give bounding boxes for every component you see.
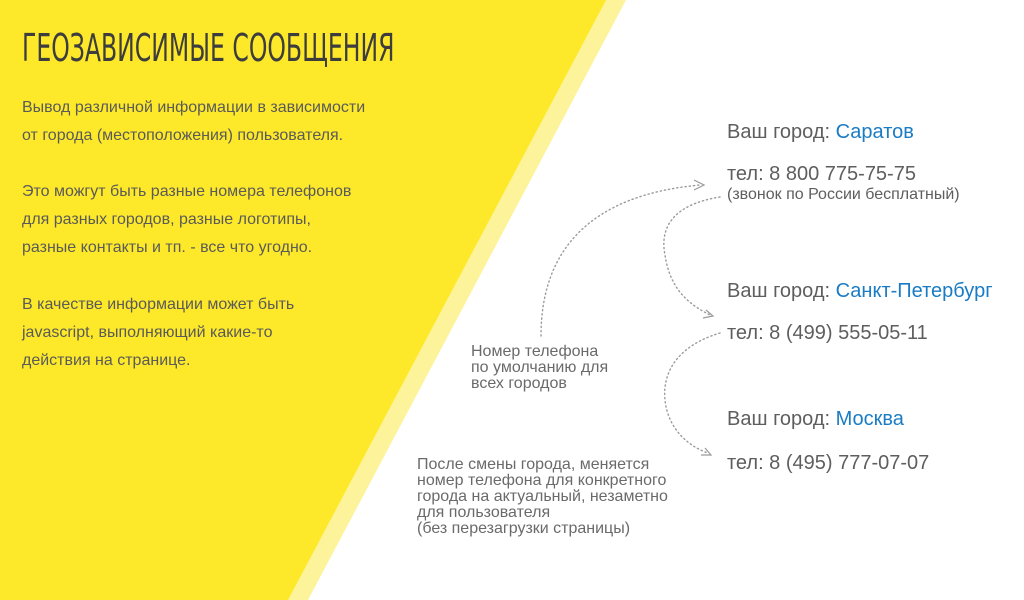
intro-line: Вывод различной информации в зависимости: [22, 99, 366, 116]
annotation-line: для пользователя: [417, 504, 551, 521]
intro-line: Это можгут быть разные номера телефонов: [22, 183, 352, 200]
intro-paragraph-2: Это можгут быть разные номера телефонов …: [22, 178, 422, 262]
phone-block-saratov: тел: 8 800 775-75-75 (звонок по России б…: [727, 162, 960, 204]
annotation-line: Номер телефона: [471, 343, 599, 360]
phone-block-spb: тел: 8 (499) 555-05-11: [727, 321, 928, 345]
city-selector-link[interactable]: Санкт-Петербург: [835, 280, 993, 302]
intro-line: В качестве информации может быть: [22, 296, 295, 313]
city-line: Ваш город: Москва: [727, 407, 904, 431]
intro-line: для разных городов, разные логотипы,: [22, 211, 311, 228]
city-block-moscow: Ваш город: Москва: [727, 407, 904, 431]
phone-number: тел: 8 (495) 777-07-07: [727, 452, 930, 474]
annotation-line: по умолчанию для: [471, 359, 609, 376]
city-line: Ваш город: Санкт-Петербург: [727, 279, 993, 303]
intro-line: разные контакты и тп. - все что угодно.: [22, 239, 313, 256]
intro-line: действия на странице.: [22, 352, 191, 369]
phone-number: тел: 8 800 775-75-75: [727, 163, 916, 185]
annotation-line: (без перезагрузки страницы): [417, 520, 631, 537]
city-label: Ваш город:: [727, 280, 836, 302]
annotation-default-phone: Номер телефона по умолчанию для всех гор…: [471, 344, 608, 392]
dotted-curved-arrow-icon: [664, 332, 721, 456]
city-label: Ваш город:: [727, 121, 836, 143]
city-selector-link[interactable]: Саратов: [835, 121, 914, 143]
city-selector-link[interactable]: Москва: [835, 408, 904, 430]
intro-line: от города (местоположения) пользователя.: [22, 127, 344, 144]
page-title: Геозависимые сообщения: [22, 26, 395, 70]
annotation-line: всех городов: [471, 375, 567, 392]
city-line: Ваш город: Саратов: [727, 120, 914, 144]
dotted-curved-arrow-icon: [663, 196, 721, 319]
intro-paragraph-3: В качестве информации может быть javascr…: [22, 291, 422, 375]
phone-block-moscow: тел: 8 (495) 777-07-07: [727, 451, 929, 475]
yellow-panel: [0, 0, 606, 600]
city-block-spb: Ваш город: Санкт-Петербург: [727, 279, 993, 303]
city-block-saratov: Ваш город: Саратов: [727, 120, 914, 144]
intro-line: javascript, выполняющий какие-то: [22, 324, 273, 341]
phone-note: (звонок по России бесплатный): [727, 186, 960, 203]
intro-paragraph-1: Вывод различной информации в зависимости…: [22, 94, 422, 150]
city-label: Ваш город:: [727, 408, 836, 430]
annotation-line: города на актуальный, незаметно: [417, 488, 668, 505]
phone-number: тел: 8 (499) 555-05-11: [727, 322, 928, 344]
annotation-line: После смены города, меняется: [417, 456, 650, 473]
annotation-after-change: После смены города, меняется номер телеф…: [417, 457, 668, 537]
annotation-line: номер телефона для конкретного: [417, 472, 667, 489]
dotted-curved-arrow-icon: [540, 179, 706, 337]
